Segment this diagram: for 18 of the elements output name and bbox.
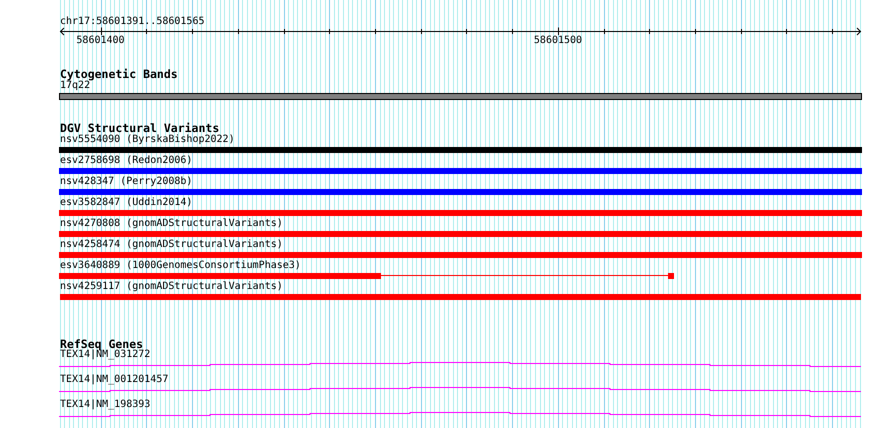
track-title: Cytogenetic Bands xyxy=(60,66,178,81)
feature-label: esv3640889 (1000GenomesConsortiumPhase3) xyxy=(60,260,301,272)
feature-label: nsv4270808 (gnomADStructuralVariants) xyxy=(60,218,283,230)
cytoband-label: 17q22 xyxy=(60,80,90,92)
feature-label: nsv4259117 (gnomADStructuralVariants) xyxy=(60,281,283,293)
transcript-label: TEX14|NM_031272 xyxy=(60,349,150,361)
track-title: DGV Structural Variants xyxy=(60,120,220,135)
location-label: chr17:58601391..58601565 xyxy=(60,16,204,28)
feature-label: esv2758698 (Redon2006) xyxy=(60,155,192,167)
tick-label: 58601400 xyxy=(76,34,125,46)
track-title: RefSeq Genes xyxy=(60,336,144,351)
transcript-label: TEX14|NM_198393 xyxy=(60,399,150,411)
feature-label: esv3582847 (Uddin2014) xyxy=(60,197,192,209)
feature-label: nsv428347 (Perry2008b) xyxy=(60,176,192,188)
feature-label: nsv5554090 (ByrskaBishop2022) xyxy=(60,134,235,146)
transcript-label: TEX14|NM_001201457 xyxy=(60,374,168,386)
tick-label: 58601500 xyxy=(534,34,582,46)
feature-label: nsv4258474 (gnomADStructuralVariants) xyxy=(60,239,283,251)
